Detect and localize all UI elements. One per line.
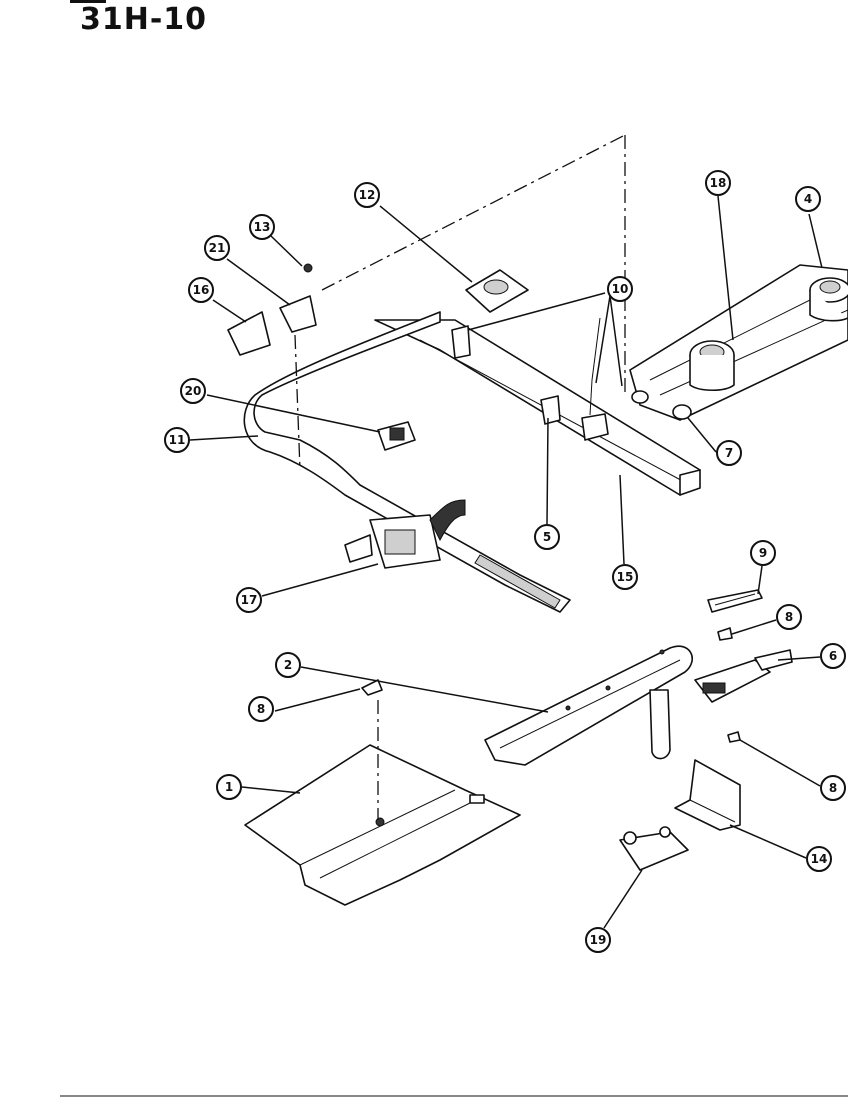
callout-7: 7 — [716, 440, 742, 466]
callout-label-12: 12 — [359, 188, 376, 202]
callout-label-2: 2 — [284, 658, 292, 672]
callout-1: 1 — [216, 774, 242, 800]
oven-thermostat-17 — [344, 499, 466, 569]
page-title: 31H-10 — [80, 2, 208, 37]
callout-17: 17 — [236, 587, 262, 613]
callout-9: 9 — [750, 540, 776, 566]
small-clips-8 — [361, 627, 741, 743]
title-rule — [70, 0, 106, 3]
callout-label-7: 7 — [725, 446, 733, 460]
gas-tube-loop — [243, 311, 571, 613]
clip-9 — [707, 589, 763, 613]
callout-2: 2 — [275, 652, 301, 678]
callout-8-left: 8 — [248, 696, 274, 722]
cooktop-burner-box — [629, 264, 848, 421]
callout-label-14: 14 — [811, 852, 828, 866]
callout-11: 11 — [164, 427, 190, 453]
callout-label-15: 15 — [617, 570, 634, 584]
callout-label-10: 10 — [612, 282, 629, 296]
callout-20: 20 — [180, 378, 206, 404]
callout-label-17: 17 — [241, 593, 258, 607]
callout-label-11: 11 — [169, 433, 186, 447]
callout-label-8-upper: 8 — [785, 610, 793, 624]
callout-4: 4 — [795, 186, 821, 212]
callout-14: 14 — [806, 846, 832, 872]
igniter-module-19 — [619, 826, 689, 871]
callout-16: 16 — [188, 277, 214, 303]
valve-20 — [377, 421, 416, 451]
bottom-panel — [244, 744, 521, 906]
callout-15: 15 — [612, 564, 638, 590]
pressure-regulator-12 — [465, 269, 529, 313]
callout-19: 19 — [585, 927, 611, 953]
callout-6: 6 — [820, 643, 846, 669]
callout-13: 13 — [249, 214, 275, 240]
callout-21: 21 — [204, 235, 230, 261]
callout-label-8-left: 8 — [257, 702, 265, 716]
callout-12: 12 — [354, 182, 380, 208]
callout-5: 5 — [534, 524, 560, 550]
bracket-14 — [674, 759, 741, 831]
callout-label-18: 18 — [710, 176, 727, 190]
callout-8-right: 8 — [820, 775, 846, 801]
callout-18: 18 — [705, 170, 731, 196]
bracket-16-21 — [227, 263, 317, 356]
alignment-lines — [294, 134, 626, 820]
leader-lines — [189, 195, 823, 929]
callout-label-16: 16 — [193, 283, 210, 297]
callout-label-9: 9 — [759, 546, 767, 560]
callout-label-4: 4 — [804, 192, 812, 206]
callout-10: 10 — [607, 276, 633, 302]
callout-label-20: 20 — [185, 384, 202, 398]
callout-label-21: 21 — [209, 241, 226, 255]
callout-label-19: 19 — [590, 933, 607, 947]
callout-label-13: 13 — [254, 220, 271, 234]
callout-label-6: 6 — [829, 649, 837, 663]
callout-label-5: 5 — [543, 530, 551, 544]
callout-label-8-right: 8 — [829, 781, 837, 795]
callout-label-1: 1 — [225, 780, 233, 794]
callout-8-upper: 8 — [776, 604, 802, 630]
oven-burner — [484, 645, 693, 766]
igniter-6 — [694, 649, 793, 703]
valves-5-10 — [451, 317, 609, 441]
